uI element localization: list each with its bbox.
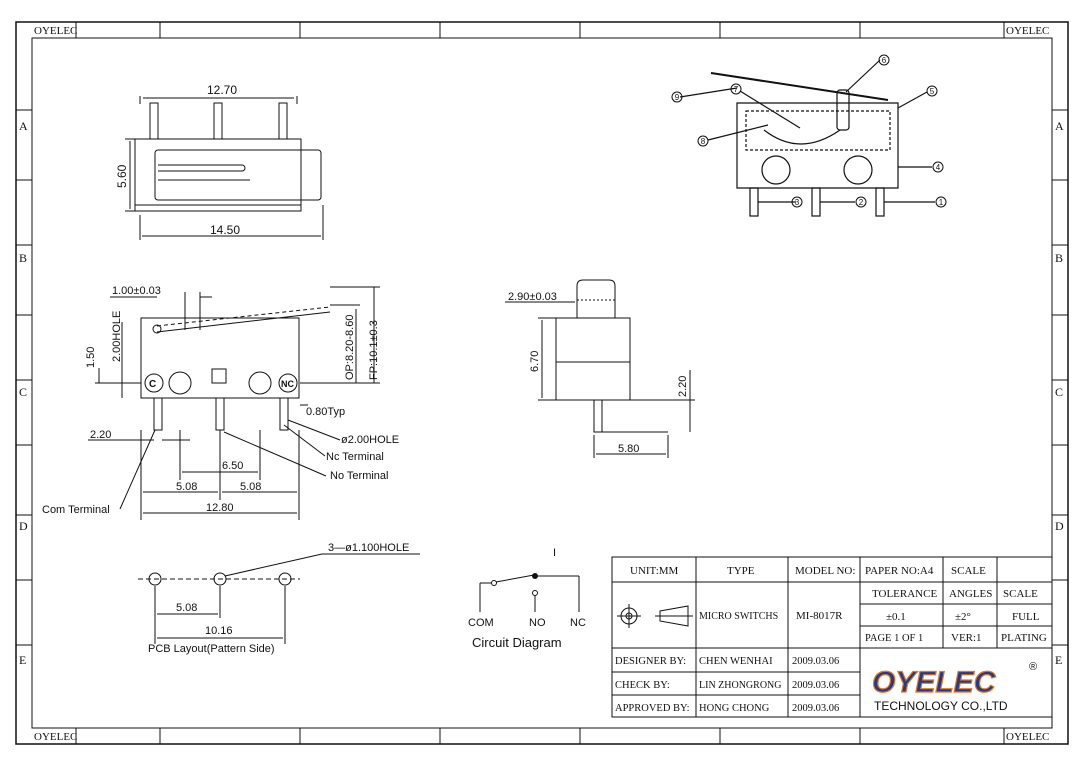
- tb-approved-date: 2009.03.06: [792, 703, 839, 714]
- callout-8: 8: [701, 137, 706, 146]
- tb-approved-name: HONG CHONG: [699, 703, 770, 714]
- callout-4: 4: [936, 163, 941, 172]
- callout-2: 2: [859, 198, 864, 207]
- label-com-terminal: Com Terminal: [42, 504, 110, 516]
- circuit-com: COM: [468, 617, 494, 629]
- dim-pin-type: 0.80Typ: [306, 406, 345, 418]
- section-view: [679, 59, 935, 217]
- tb-scale-header: SCALE: [951, 565, 986, 577]
- circuit-nc: NC: [570, 617, 586, 629]
- corner-brand-tl: OYELEC: [34, 25, 77, 37]
- callout-9: 9: [675, 93, 680, 102]
- row-letter-e-left: E: [19, 653, 26, 667]
- tb-check-name: LIN ZHONGRONG: [699, 680, 782, 691]
- front-view: [88, 286, 380, 520]
- drawing-frame: OYELEC OYELEC OYELEC OYELEC A B C D E A …: [15, 21, 1069, 745]
- tb-designer-name: CHEN WENHAI: [699, 656, 773, 667]
- dim-side-width: 5.80: [618, 443, 639, 455]
- circuit-i: I: [553, 547, 556, 559]
- tb-page: PAGE 1 OF 1: [865, 633, 923, 644]
- tb-angles-value: ±2°: [955, 611, 971, 623]
- label-nc-terminal: Nc Terminal: [326, 451, 384, 463]
- row-letter-d-left: D: [19, 519, 28, 533]
- tb-model-value: MI-8017R: [796, 610, 843, 622]
- pcb-holes-label: 3—ø1.100HOLE: [328, 542, 409, 554]
- tb-tolerance-header: TOLERANCE: [872, 588, 937, 600]
- dim-top-total: 14.50: [210, 223, 240, 237]
- tb-tolerance-value: ±0.1: [886, 611, 906, 623]
- tb-scale-value: FULL: [1012, 611, 1040, 623]
- dim-hole-dia: ø2.00HOLE: [341, 434, 399, 446]
- corner-brand-tr: OYELEC: [1006, 25, 1049, 37]
- title-block: [611, 556, 1053, 718]
- nc-mark: NC: [281, 379, 294, 389]
- dim-hole-dia-v: 2.00HOLE: [111, 311, 123, 362]
- logo-registered: ®: [1029, 661, 1037, 673]
- pcb-caption: PCB Layout(Pattern Side): [148, 643, 275, 655]
- tb-paper: PAPER NO:A4: [865, 565, 934, 577]
- dim-pin-offset: 2.20: [90, 429, 111, 441]
- tb-scale-header2: SCALE: [1003, 588, 1038, 600]
- callout-6: 6: [882, 56, 887, 65]
- row-letter-b-right: B: [1055, 251, 1063, 265]
- pcb-pitch: 5.08: [176, 602, 197, 614]
- company-name: TECHNOLOGY CO.,LTD: [874, 699, 1008, 713]
- tb-check-label: CHECK BY:: [615, 680, 670, 691]
- row-letter-a-left: A: [19, 119, 28, 133]
- row-letter-b-left: B: [19, 251, 27, 265]
- callout-3: 3: [795, 198, 800, 207]
- circuit-no: NO: [529, 617, 546, 629]
- dim-fp: FP:10.1±0.3: [368, 320, 380, 380]
- tb-approved-label: APPROVED BY:: [615, 703, 690, 714]
- callout-1: 1: [939, 198, 944, 207]
- tb-angles-header: ANGLES: [949, 588, 992, 600]
- pcb-layout: [138, 553, 420, 644]
- callout-group: 1 2 3 4 5 6 7 8 9: [671, 54, 947, 208]
- tb-version: VER:1: [951, 632, 982, 644]
- row-letter-e-right: E: [1055, 653, 1062, 667]
- circuit-caption: Circuit Diagram: [472, 635, 562, 650]
- side-view: [505, 279, 695, 458]
- tb-model-header: MODEL NO:: [795, 565, 855, 577]
- tb-designer-label: DESIGNER BY:: [615, 656, 686, 667]
- logo-wordmark: OYELEC: [872, 666, 997, 699]
- dim-pin-height: 1.50: [85, 347, 97, 368]
- top-view: [125, 96, 324, 240]
- callout-5: 5: [930, 87, 935, 96]
- tb-check-date: 2009.03.06: [792, 680, 839, 691]
- dim-pitch-508-a: 5.08: [176, 481, 197, 493]
- corner-brand-br: OYELEC: [1006, 731, 1049, 743]
- dim-top-height: 5.60: [115, 164, 129, 188]
- callout-7: 7: [734, 85, 739, 94]
- corner-brand-bl: OYELEC: [34, 731, 77, 743]
- circuit-diagram: [479, 573, 580, 612]
- dim-lever-offset: 1.00±0.03: [112, 285, 161, 297]
- dim-top-width: 12.70: [207, 83, 237, 97]
- label-no-terminal: No Terminal: [330, 470, 389, 482]
- row-letter-a-right: A: [1055, 119, 1064, 133]
- dim-pitch-650: 6.50: [222, 460, 243, 472]
- dim-side-height: 6.70: [529, 351, 541, 372]
- dim-pitch-508-b: 5.08: [240, 481, 261, 493]
- c-mark: C: [149, 379, 156, 390]
- tb-type-value: MICRO SWITCHS: [699, 611, 778, 622]
- tb-type-header: TYPE: [727, 565, 755, 577]
- dim-total-width: 12.80: [206, 502, 234, 514]
- tb-designer-date: 2009.03.06: [792, 656, 839, 667]
- row-letter-c-right: C: [1055, 385, 1063, 399]
- dim-op: OP:8.20-8.60: [344, 315, 356, 380]
- company-logo: OYELEC ® TECHNOLOGY CO.,LTD: [871, 661, 1037, 713]
- dim-side-pin: 2.20: [677, 376, 689, 397]
- dim-side-top: 2.90±0.03: [508, 291, 557, 303]
- tb-finish: PLATING: [1001, 632, 1047, 644]
- row-letter-c-left: C: [19, 385, 27, 399]
- row-letter-d-right: D: [1055, 519, 1064, 533]
- pcb-total: 10.16: [205, 625, 233, 637]
- tb-unit: UNIT:MM: [630, 565, 679, 577]
